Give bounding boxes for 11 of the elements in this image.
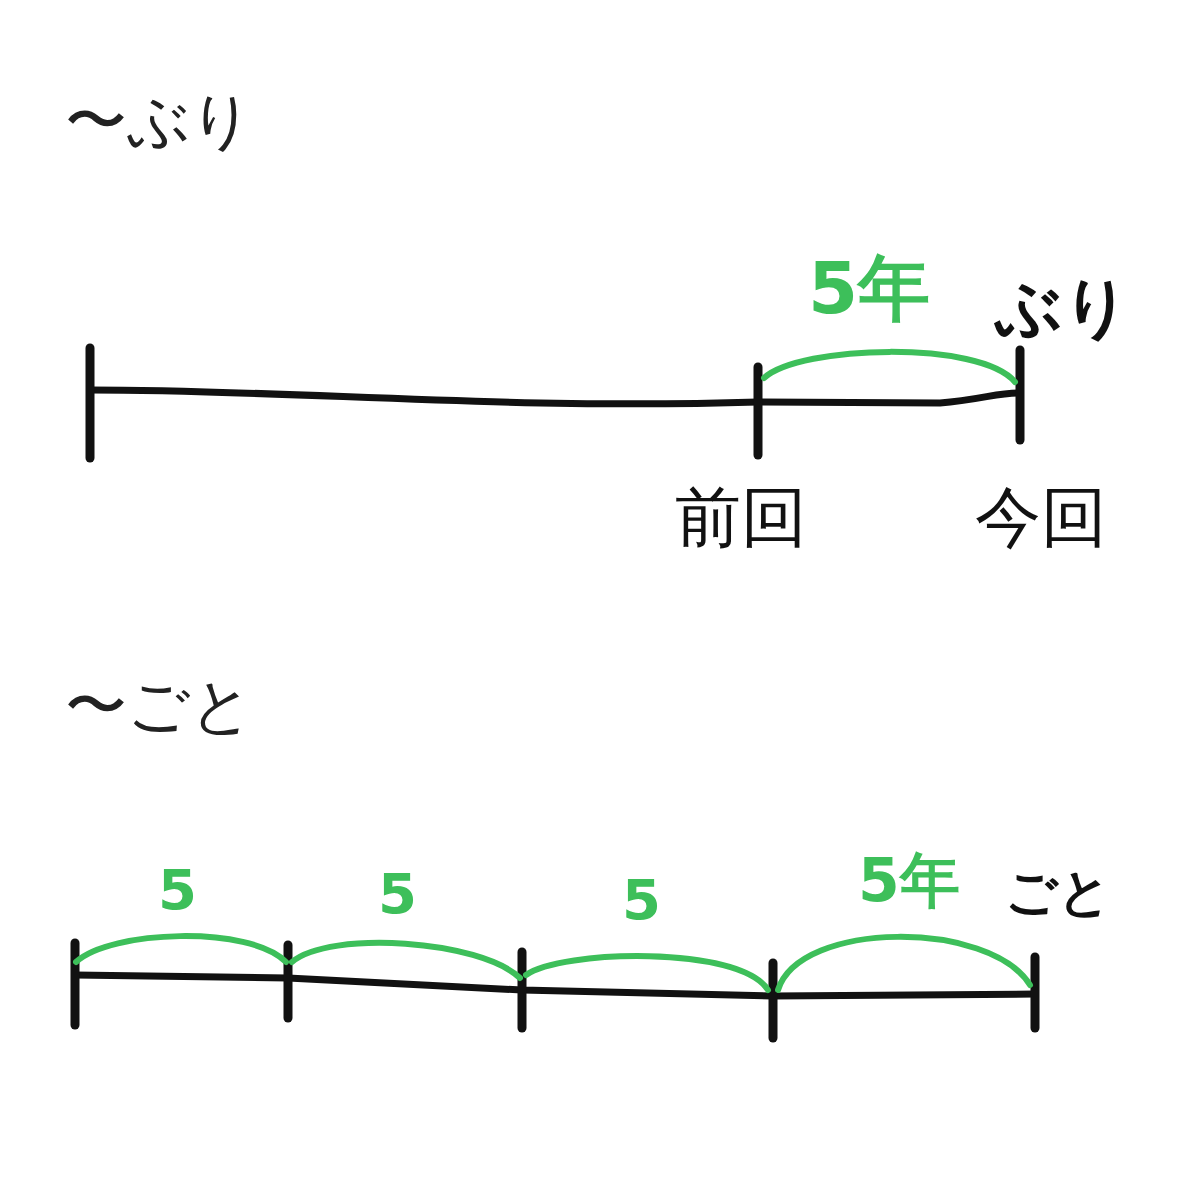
- duration-label: 5: [378, 866, 417, 922]
- duration-label: 5年: [858, 850, 960, 910]
- tick-label: 今回: [975, 485, 1107, 551]
- section-heading: 〜ごと: [65, 675, 253, 737]
- duration-label: 5: [622, 872, 661, 928]
- suffix-label: ぶり: [995, 275, 1131, 341]
- tick-label: 前回: [675, 485, 807, 551]
- duration-label: 5: [158, 862, 197, 918]
- duration-label: 5年: [808, 252, 931, 324]
- section-heading: 〜ぶり: [65, 90, 253, 152]
- suffix-label: ごと: [1005, 866, 1111, 918]
